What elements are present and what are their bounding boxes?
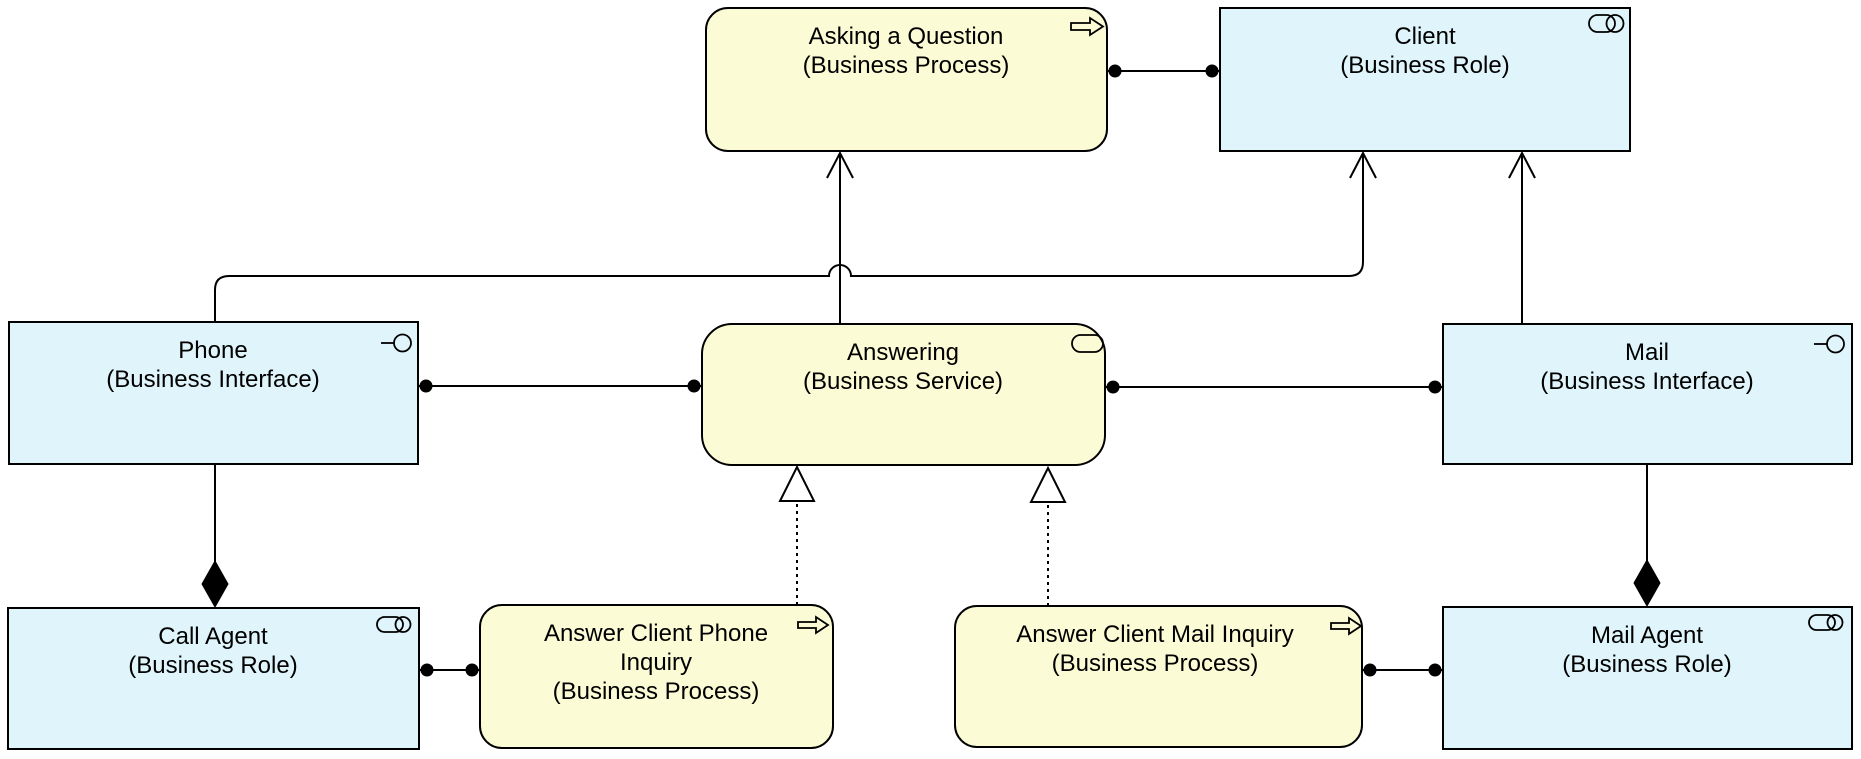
- asking-a-question-type-label: (Business Process): [803, 52, 1010, 79]
- relationship-composition-mail-mailagent[interactable]: [1633, 464, 1661, 608]
- service-pill-icon: [1071, 334, 1104, 353]
- relationship-assignment-mailinquiry-mailagent[interactable]: [1362, 663, 1443, 677]
- relationship-serving-mail-client[interactable]: [1508, 150, 1536, 324]
- realization-triangle: [778, 464, 816, 502]
- serving-arrowhead: [826, 150, 854, 179]
- mail-agent-type-label: (Business Role): [1562, 651, 1731, 678]
- assignment-dot: [687, 379, 701, 393]
- relationship-serving-phone-client[interactable]: [214, 150, 1377, 322]
- element-call-agent[interactable]: Call Agent (Business Role): [7, 607, 420, 750]
- client-type-label: (Business Role): [1340, 52, 1509, 79]
- relationship-realization-mailinquiry-answering[interactable]: [1029, 465, 1067, 606]
- mail-label: Mail: [1625, 339, 1669, 366]
- relationship-assignment-asking-client[interactable]: [1107, 64, 1220, 78]
- assignment-dot: [1108, 64, 1122, 78]
- element-asking-a-question[interactable]: Asking a Question (Business Process): [705, 7, 1108, 152]
- relationship-composition-phone-callagent[interactable]: [201, 464, 229, 609]
- answer-client-mail-inquiry-label: Answer Client Mail Inquiry: [1016, 621, 1293, 648]
- call-agent-label: Call Agent: [158, 623, 268, 650]
- relationship-assignment-answering-mail[interactable]: [1105, 380, 1443, 394]
- relationship-serving-answering-asking[interactable]: [826, 150, 854, 324]
- role-cylinder-icon: [376, 616, 412, 633]
- role-cylinder-icon: [1588, 14, 1625, 33]
- answer-client-mail-inquiry-type-label: (Business Process): [1052, 650, 1259, 677]
- relationship-assignment-callagent-phoneinquiry[interactable]: [419, 663, 480, 677]
- mail-agent-box[interactable]: [1442, 606, 1853, 750]
- assignment-dot: [419, 379, 433, 393]
- interface-lollipop-icon: [1814, 334, 1845, 354]
- phone-type-label: (Business Interface): [106, 366, 319, 393]
- role-cylinder-icon: [1808, 614, 1844, 631]
- realization-triangle: [1029, 465, 1067, 503]
- call-agent-box[interactable]: [7, 607, 420, 750]
- answer-client-phone-inquiry-type-label: (Business Process): [553, 678, 760, 705]
- answering-box[interactable]: [701, 323, 1106, 466]
- assignment-dot: [465, 663, 479, 677]
- serving-line[interactable]: [214, 155, 1364, 322]
- element-mail-agent[interactable]: Mail Agent (Business Role): [1442, 606, 1853, 750]
- mail-type-label: (Business Interface): [1540, 368, 1753, 395]
- answering-label: Answering: [847, 339, 959, 366]
- asking-a-question-label: Asking a Question: [809, 23, 1004, 50]
- call-agent-type-label: (Business Role): [128, 652, 297, 679]
- process-arrow-icon: [1330, 616, 1363, 636]
- mail-agent-label: Mail Agent: [1591, 622, 1703, 649]
- phone-box[interactable]: [8, 321, 419, 465]
- assignment-dot: [1428, 380, 1442, 394]
- serving-arrowhead: [1349, 150, 1377, 179]
- assignment-dot: [1428, 663, 1442, 677]
- assignment-dot: [1106, 380, 1120, 394]
- answer-client-phone-inquiry-label: Answer Client Phone: [544, 620, 768, 647]
- element-client[interactable]: Client (Business Role): [1219, 7, 1631, 152]
- interface-lollipop-icon: [381, 333, 412, 353]
- phone-label: Phone: [178, 337, 247, 364]
- element-answer-client-phone-inquiry[interactable]: Answer Client Phone Inquiry (Business Pr…: [479, 604, 834, 749]
- assignment-dot: [1205, 64, 1219, 78]
- mail-box[interactable]: [1442, 323, 1853, 465]
- client-box[interactable]: [1219, 7, 1631, 152]
- relationship-realization-phoneinquiry-answering[interactable]: [778, 464, 816, 605]
- answer-client-phone-inquiry-box[interactable]: [479, 604, 834, 749]
- composition-diamond: [1633, 558, 1661, 608]
- element-mail[interactable]: Mail (Business Interface): [1442, 323, 1853, 465]
- process-arrow-icon: [1070, 16, 1105, 37]
- process-arrow-icon: [797, 615, 830, 635]
- assignment-dot: [1363, 663, 1377, 677]
- serving-arrowhead: [1508, 150, 1536, 179]
- relationship-assignment-phone-answering[interactable]: [418, 379, 702, 393]
- client-label: Client: [1394, 23, 1456, 50]
- element-phone[interactable]: Phone (Business Interface): [8, 321, 419, 465]
- answer-client-mail-inquiry-box[interactable]: [954, 605, 1363, 748]
- assignment-dot: [420, 663, 434, 677]
- asking-a-question-box[interactable]: [705, 7, 1108, 152]
- composition-diamond: [201, 559, 229, 609]
- answer-client-phone-inquiry-label2: Inquiry: [620, 649, 692, 676]
- element-answer-client-mail-inquiry[interactable]: Answer Client Mail Inquiry (Business Pro…: [954, 605, 1363, 748]
- element-answering[interactable]: Answering (Business Service): [701, 323, 1106, 466]
- answering-type-label: (Business Service): [803, 368, 1003, 395]
